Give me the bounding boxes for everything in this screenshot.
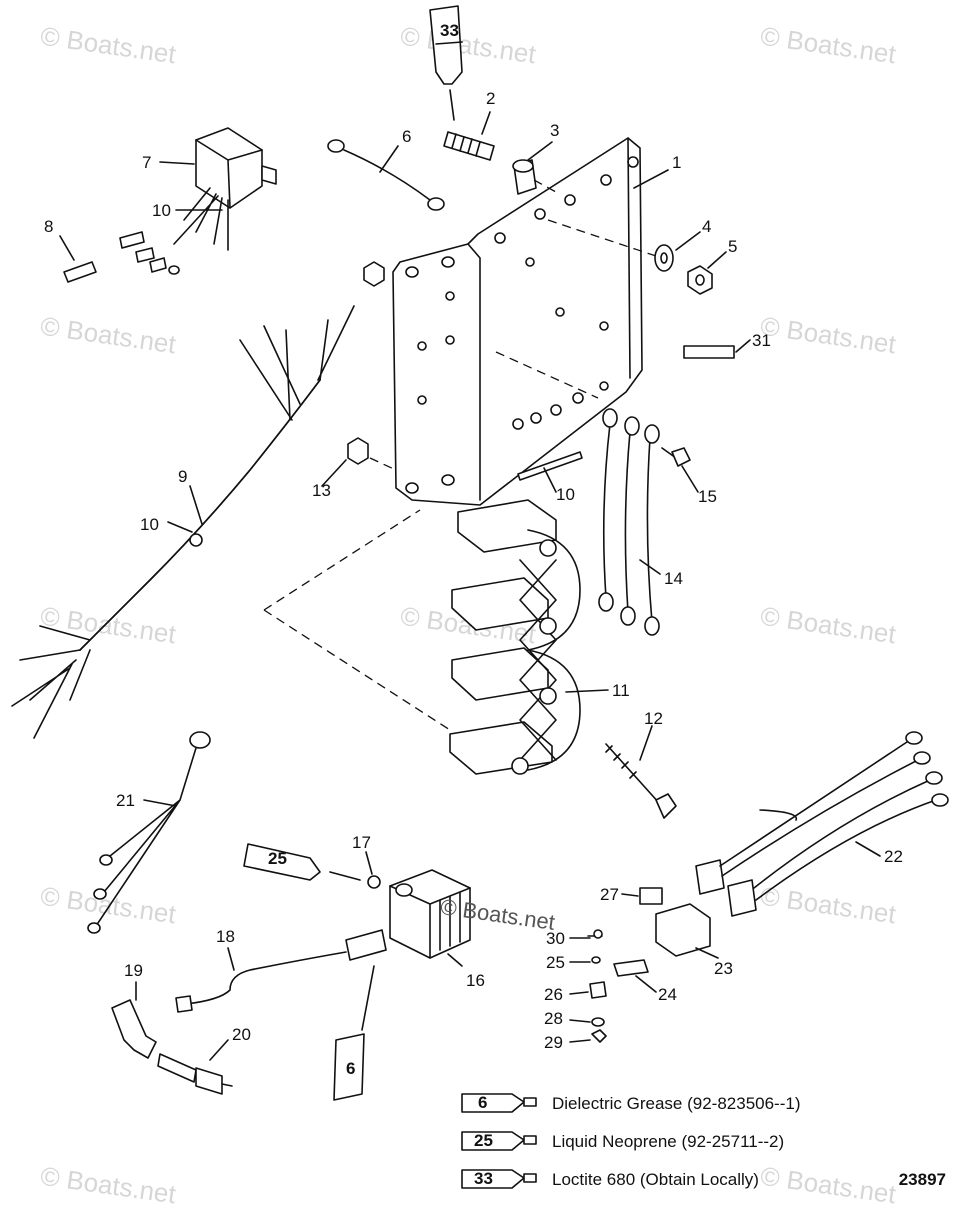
- legend-tubes: 6 25 33: [461, 1093, 537, 1189]
- legend-tube-6-icon: 6: [461, 1093, 537, 1113]
- callout-1: 1: [672, 153, 681, 172]
- legend-text-loctite: Loctite 680 (Obtain Locally): [552, 1170, 759, 1189]
- fuse: [63, 261, 97, 283]
- tube-6: 6: [333, 965, 375, 1101]
- ground-strap: [327, 139, 445, 211]
- callout-26: 26: [544, 985, 563, 1004]
- callout-31: 31: [752, 331, 771, 350]
- ignition-coil: [345, 869, 471, 961]
- figure-number: 23897: [898, 1170, 946, 1189]
- callout-17: 17: [352, 833, 371, 852]
- callout-10: 10: [152, 201, 171, 220]
- legend-text-dielectric-grease: Dielectric Grease (92-823506--1): [552, 1094, 801, 1113]
- callout-20: 20: [232, 1025, 251, 1044]
- callout-15: 15: [698, 487, 717, 506]
- ground-leads: [87, 731, 211, 934]
- legend-text-liquid-neoprene: Liquid Neoprene (92-25711--2): [552, 1132, 785, 1151]
- long-bolt: [605, 743, 677, 819]
- callout-16: 16: [466, 971, 485, 990]
- small-hardware: [587, 929, 607, 1043]
- mount-clip: [613, 959, 649, 977]
- callout-12: 12: [644, 709, 663, 728]
- solenoid: [655, 903, 711, 957]
- callout-3: 3: [550, 121, 559, 140]
- nut: [687, 265, 713, 295]
- spark-plug-boot: [111, 999, 157, 1059]
- callout-29: 29: [544, 1033, 563, 1052]
- callout-8: 8: [44, 217, 53, 236]
- callout-11: 11: [612, 681, 630, 700]
- callout-9: 9: [178, 467, 187, 486]
- mounting-plate: [392, 137, 663, 506]
- callout-27: 27: [600, 885, 619, 904]
- washer: [654, 244, 674, 272]
- tube-33: 33: [429, 5, 463, 121]
- high-tension-lead: [175, 951, 347, 1013]
- spark-plug: [157, 1053, 233, 1095]
- callout-10: 10: [556, 485, 575, 504]
- callout-21: 21: [116, 791, 135, 810]
- callout-22: 22: [884, 847, 903, 866]
- switch-harness: [695, 731, 949, 917]
- rectifier: [119, 127, 277, 275]
- legend-tube-25-icon: 25: [461, 1131, 537, 1151]
- tube-label-25: 25: [268, 849, 287, 868]
- callout-18: 18: [216, 927, 235, 946]
- callout-23: 23: [714, 959, 733, 978]
- callout-numbers: 1 2 3 4 5 6 7 8 9 10 10 10 11 12 13 14 1…: [44, 89, 903, 1052]
- legend-tube-33-icon: 33: [461, 1169, 537, 1189]
- coil-leads: [598, 408, 660, 636]
- callout-25: 25: [546, 953, 565, 972]
- callout-7: 7: [142, 153, 151, 172]
- coil-bracket: [263, 499, 581, 775]
- stud: [443, 131, 495, 161]
- callout-30: 30: [546, 929, 565, 948]
- tube-25: 25: [243, 843, 361, 881]
- callout-leaders: [59, 111, 881, 1061]
- cable-tie: [517, 451, 583, 481]
- callout-5: 5: [728, 237, 737, 256]
- callout-2: 2: [486, 89, 495, 108]
- callout-10: 10: [140, 515, 159, 534]
- callout-28: 28: [544, 1009, 563, 1028]
- callout-13: 13: [312, 481, 331, 500]
- callout-24: 24: [658, 985, 677, 1004]
- svg-text:33: 33: [474, 1169, 493, 1188]
- coil-nut: [367, 875, 381, 889]
- svg-text:6: 6: [478, 1093, 487, 1112]
- callout-6: 6: [402, 127, 411, 146]
- callout-4: 4: [702, 217, 711, 236]
- plate-nut: [363, 261, 385, 287]
- svg-text:25: 25: [474, 1131, 493, 1150]
- callout-19: 19: [124, 961, 143, 980]
- tube-label-6: 6: [346, 1059, 355, 1078]
- decal: [683, 345, 735, 359]
- locknut: [347, 437, 397, 471]
- spacer: [512, 159, 557, 195]
- tube-label-33: 33: [440, 21, 459, 40]
- screw: [661, 447, 691, 467]
- small-decal: [639, 887, 663, 905]
- callout-14: 14: [664, 569, 683, 588]
- wire-harness: [11, 305, 355, 739]
